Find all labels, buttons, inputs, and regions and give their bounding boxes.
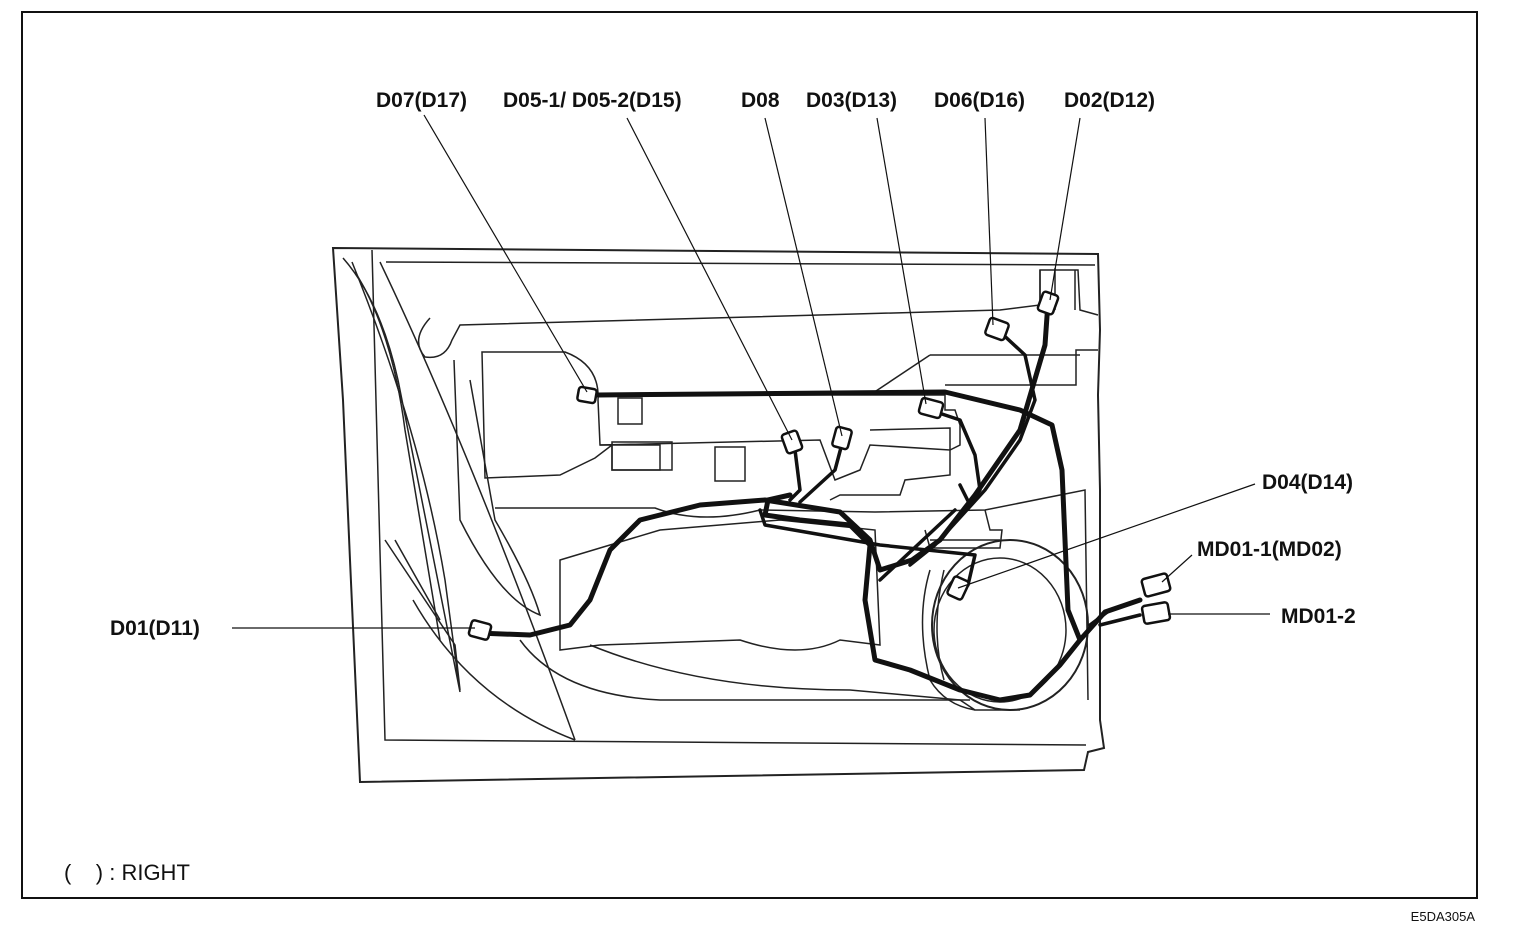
label-d07: D07(D17) (376, 89, 467, 112)
connector-d08 (831, 425, 853, 451)
figure-code: E5DA305A (1411, 909, 1476, 924)
label-d05: D05-1/ D05-2(D15) (503, 89, 682, 112)
label-d03: D03(D13) (806, 89, 897, 112)
label-d06: D06(D16) (934, 89, 1025, 112)
leader-lines (232, 114, 1270, 629)
label-d08: D08 (741, 89, 780, 112)
connectors (467, 290, 1172, 641)
connector-d05 (780, 429, 804, 455)
label-d01: D01(D11) (110, 617, 200, 640)
legend-right-note: ( ) : RIGHT (64, 860, 190, 885)
label-md01-2: MD01-2 (1281, 605, 1356, 628)
door-panel (331, 246, 1106, 784)
connector-d06 (984, 316, 1010, 342)
connector-d07 (576, 385, 598, 405)
wiring-harness (475, 299, 1143, 703)
connector-md01-1 (1140, 572, 1172, 598)
label-d02: D02(D12) (1064, 89, 1155, 112)
connector-d03 (917, 396, 945, 420)
connector-md01-2 (1140, 601, 1172, 625)
figure-frame (21, 11, 1478, 899)
label-d04: D04(D14) (1262, 471, 1353, 494)
connector-d01 (467, 619, 493, 641)
label-md01-1: MD01-1(MD02) (1197, 538, 1342, 561)
